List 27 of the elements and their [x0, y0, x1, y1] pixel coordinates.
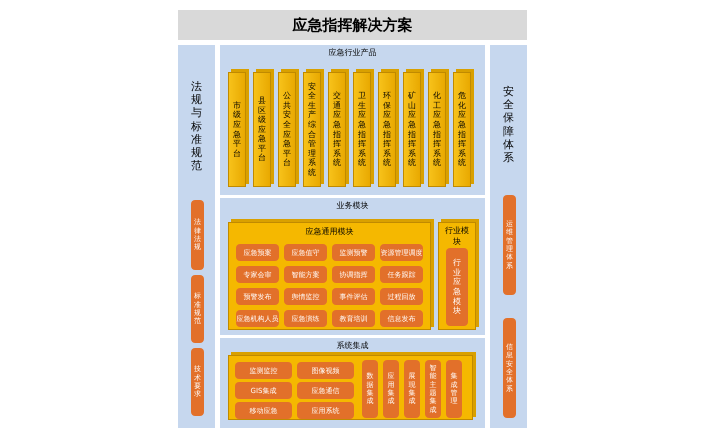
panel-heading: 系统集成	[336, 340, 370, 351]
module-panel	[228, 355, 473, 420]
module-panel	[228, 222, 431, 330]
layer-panel	[220, 338, 485, 428]
layer-panel	[178, 45, 215, 428]
panel-heading: 应急行业产品	[328, 47, 378, 58]
product-column: 矿山应急指挥系统	[403, 72, 421, 187]
product-column: 卫生应急指挥系统	[353, 72, 371, 187]
layer-panel	[490, 45, 527, 428]
product-column: 市级应急平台	[228, 72, 246, 187]
panel-heading: 行业模块	[444, 225, 470, 247]
product-column: 交通应急指挥系统	[328, 72, 346, 187]
product-column: 环保应急指挥系统	[378, 72, 396, 187]
panel-heading: 业务模块	[336, 200, 370, 211]
product-column: 化工应急指挥系统	[428, 72, 446, 187]
panel-heading: 应急通用模块	[304, 226, 354, 237]
panel-heading: 法规与标准规范	[190, 80, 202, 174]
panel-heading: 安全保障体系	[502, 85, 514, 166]
module-panel	[438, 222, 476, 330]
product-column: 公共安全应急平台	[278, 72, 296, 187]
product-column: 安全生产综合管理系统	[303, 72, 321, 187]
product-column: 危化应急指挥系统	[453, 72, 471, 187]
layer-panel	[220, 198, 485, 335]
product-column: 县区级应急平台	[253, 72, 271, 187]
diagram-title: 应急指挥解决方案	[178, 10, 527, 40]
module-tag: 行业应急模块	[446, 248, 468, 326]
layer-panel	[220, 45, 485, 195]
